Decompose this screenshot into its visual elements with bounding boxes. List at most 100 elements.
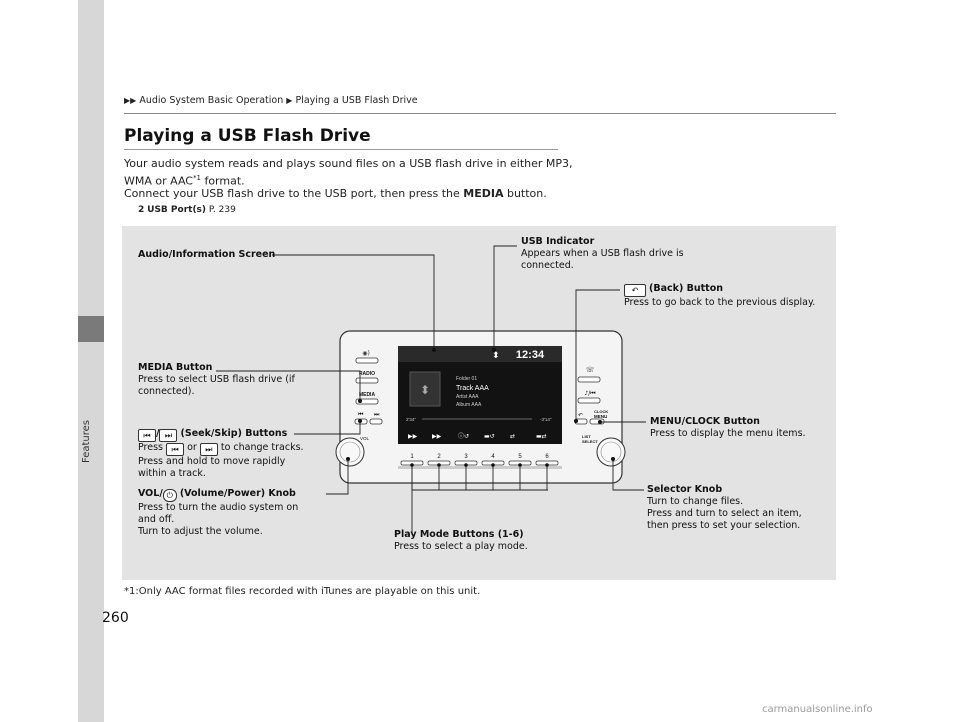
vol-label: VOL (360, 436, 370, 441)
callout-text: Turn to adjust the volume. (138, 526, 263, 537)
sidebar: Features (78, 0, 104, 722)
callout-title: Audio/Information Screen (138, 249, 276, 260)
callout-text: or (187, 442, 197, 453)
leader-dot (346, 457, 350, 461)
callout-title: VOL/ (138, 488, 163, 499)
callout-audio-screen: Audio/Information Screen (138, 249, 275, 261)
seek-forward-icon: ⏭ (159, 429, 178, 442)
media-label: MEDIA (359, 392, 376, 398)
preset-leader-dot (437, 463, 441, 467)
breadcrumb: ▶▶ Audio System Basic Operation ▶ Playin… (124, 95, 418, 106)
xref-icon: 2 (138, 205, 145, 215)
display-icon: ◉) (362, 350, 370, 357)
leader-dot (492, 348, 496, 352)
connect-line: Connect your USB flash drive to the USB … (124, 186, 547, 201)
screen-time: 12:34 (516, 349, 545, 361)
softkey-icon: ▬↺ (484, 433, 495, 440)
voice-icon: ♪/⏮ (584, 390, 596, 397)
softkey-icon: ▶▶ (432, 433, 442, 440)
clock-menu-label: CLOCK (594, 409, 608, 414)
preset-label-1: 1 (410, 454, 414, 460)
seek-back-icon: ⏮ (138, 429, 156, 442)
page-number: 260 (102, 610, 129, 626)
seek-back-icon: ⏮ (166, 443, 185, 456)
display-button[interactable] (355, 357, 379, 364)
seek-forward-button[interactable] (369, 418, 383, 425)
callout-text: to change tracks. (220, 442, 304, 453)
cross-reference[interactable]: 2 USB Port(s) P. 239 (138, 205, 236, 215)
callout-text: and off. (138, 514, 175, 525)
leader-dot (611, 457, 615, 461)
callout-text: then press to set your selection. (647, 520, 801, 531)
screen-elapsed: 2'34" (406, 417, 416, 422)
leader-dot (432, 348, 436, 352)
breadcrumb-arrow-icon: ▶▶ (124, 96, 137, 105)
preset-leader-dot (410, 463, 414, 467)
header-rule (124, 113, 836, 114)
callout-text: Press to select USB flash drive (if (138, 374, 295, 385)
usb-indicator-icon: ⬍ (492, 351, 500, 361)
leader-vol (326, 459, 349, 495)
callout-text: Press to select a play mode. (394, 541, 528, 552)
callout-title: (Seek/Skip) Buttons (180, 428, 288, 439)
xref-page[interactable]: P. 239 (206, 205, 236, 215)
screen-folder: Folder 01 (456, 376, 477, 382)
sidebar-tab-marker (78, 316, 104, 342)
callout-text: Press and hold to move rapidly (138, 456, 286, 467)
power-icon: ⏻ (162, 489, 177, 502)
leader-dot (358, 419, 362, 423)
screen-softkeys: ▶▶ ▶▶ ⓘ↺ ▬↺ ⇄ ▬⇄ (408, 432, 547, 440)
leader-lines (216, 245, 646, 535)
album-art (409, 371, 441, 407)
leader-dot (358, 399, 362, 403)
back-icon: ↶ (624, 284, 646, 297)
preset-leaders (410, 463, 549, 490)
callout-title: Selector Knob (647, 484, 723, 495)
phone-button[interactable] (577, 376, 601, 383)
xref-label[interactable]: USB Port(s) (147, 205, 207, 215)
leader-media (216, 370, 361, 401)
screen-remaining: -3'14" (540, 417, 552, 422)
callout-text: Press to display the menu items. (650, 428, 806, 439)
watermark: carmanualsonline.info (762, 704, 873, 715)
preset-label-2: 2 (437, 454, 441, 460)
seek-forward-icon: ⏭ (374, 411, 380, 418)
intro-text: format. (200, 174, 245, 188)
breadcrumb-part1[interactable]: Audio System Basic Operation (139, 95, 284, 106)
page-title: Playing a USB Flash Drive (124, 126, 371, 146)
radio-button[interactable] (355, 377, 379, 384)
screen-header (398, 346, 562, 362)
preset-leader-dot (545, 463, 549, 467)
callout-title: MENU/CLOCK Button (650, 416, 760, 427)
vol-knob-inner (339, 441, 361, 463)
callout-text: connected). (138, 386, 195, 397)
back-icon: ↶ (578, 412, 583, 419)
breadcrumb-part2[interactable]: Playing a USB Flash Drive (295, 95, 418, 106)
callout-text: Appears when a USB flash drive is (521, 248, 684, 259)
preset-leader-dot (464, 463, 468, 467)
preset-label-4: 4 (491, 454, 495, 460)
callout-title: Play Mode Buttons (1-6) (394, 529, 524, 540)
preset-label-3: 3 (464, 454, 468, 460)
leader-audio-screen (272, 254, 435, 350)
voice-button[interactable] (577, 397, 601, 404)
callout-menu-clock: MENU/CLOCK Button Press to display the m… (650, 416, 806, 440)
leader-dot (574, 419, 578, 423)
callout-title: (Volume/Power) Knob (179, 488, 296, 499)
selector-knob-inner (600, 441, 622, 463)
intro-text: WMA or AAC (124, 174, 193, 188)
connect-text: Connect your USB flash drive to the USB … (124, 187, 464, 200)
softkey-icon: ⇄ (510, 433, 515, 440)
preset-label-5: 5 (518, 454, 522, 460)
radio-label: RADIO (359, 371, 375, 377)
seek-forward-icon: ⏭ (199, 443, 218, 456)
phone-icon: ☏ (586, 366, 595, 374)
callout-back-button: ↶ (Back) Button Press to go back to the … (624, 283, 815, 309)
softkey-icon: ▶▶ (408, 433, 418, 440)
callout-seek-buttons: ⏮/⏭ (Seek/Skip) Buttons Press ⏮ or ⏭ to … (138, 428, 304, 479)
preset-leader-dot (491, 463, 495, 467)
leader-usb (493, 245, 517, 350)
screen-artist: Artist AAA (456, 394, 479, 400)
footnote: *1:Only AAC format files recorded with i… (124, 586, 481, 597)
